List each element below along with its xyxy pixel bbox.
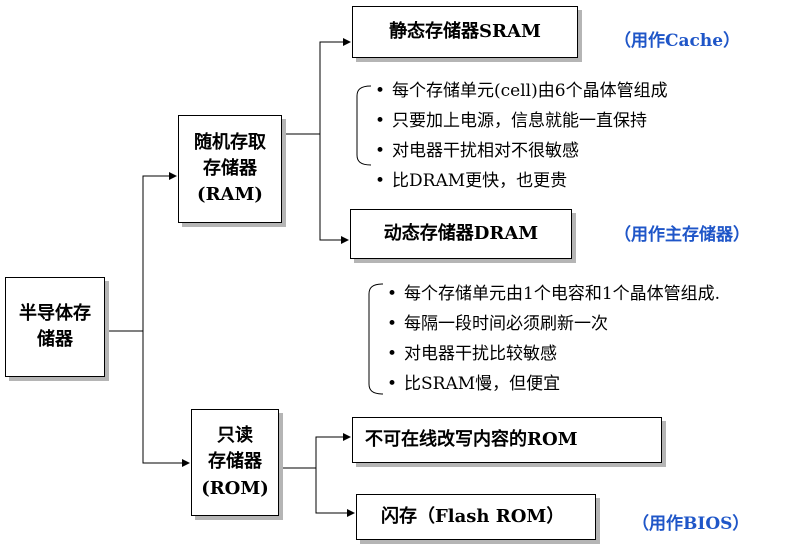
dram-feature: 每个存储单元由1个电容和1个晶体管组成. (387, 279, 720, 309)
dram-node: 动态存储器DRAM (350, 209, 572, 259)
dram-brace (368, 283, 384, 395)
rom-flash-connector (315, 468, 355, 517)
sram-node: 静态存储器SRAM (352, 6, 578, 58)
rom-node: 只读 存储器 (ROM) (191, 409, 279, 516)
dram-feature: 对电器干扰比较敏感 (387, 339, 720, 369)
sram-features: 每个存储单元(cell)由6个晶体管组成 只要加上电源，信息就能一直保持 对电器… (375, 76, 668, 196)
sram-feature: 每个存储单元(cell)由6个晶体管组成 (375, 76, 668, 106)
sram-feature: 只要加上电源，信息就能一直保持 (375, 106, 668, 136)
ram-node: 随机存取 存储器 (RAM) (178, 115, 282, 223)
sram-feature: 对电器干扰相对不很敏感 (375, 136, 668, 166)
sram-feature: 比DRAM更快，也更贵 (375, 166, 668, 196)
dram-feature: 每隔一段时间必须刷新一次 (387, 309, 720, 339)
semiconductor-memory-node: 半导体存 储器 (5, 277, 105, 377)
flash-rom-node: 闪存（Flash ROM） (356, 494, 596, 540)
sram-brace (356, 85, 372, 166)
sram-usage-note: （用作Cache） (614, 31, 741, 51)
root-rom-connector (142, 331, 190, 467)
flash-usage-note: （用作BIOS） (632, 514, 750, 534)
dram-feature: 比SRAM慢，但便宜 (387, 369, 720, 399)
mask-rom-node: 不可在线改写内容的ROM (352, 417, 662, 463)
ram-connector (282, 38, 351, 135)
ram-dram-connector (319, 134, 349, 244)
rom-connector (279, 433, 351, 469)
dram-usage-note: （用作主存储器） (614, 225, 750, 245)
dram-features: 每个存储单元由1个电容和1个晶体管组成. 每隔一段时间必须刷新一次 对电器干扰比… (387, 279, 720, 399)
root-connector (105, 172, 177, 332)
